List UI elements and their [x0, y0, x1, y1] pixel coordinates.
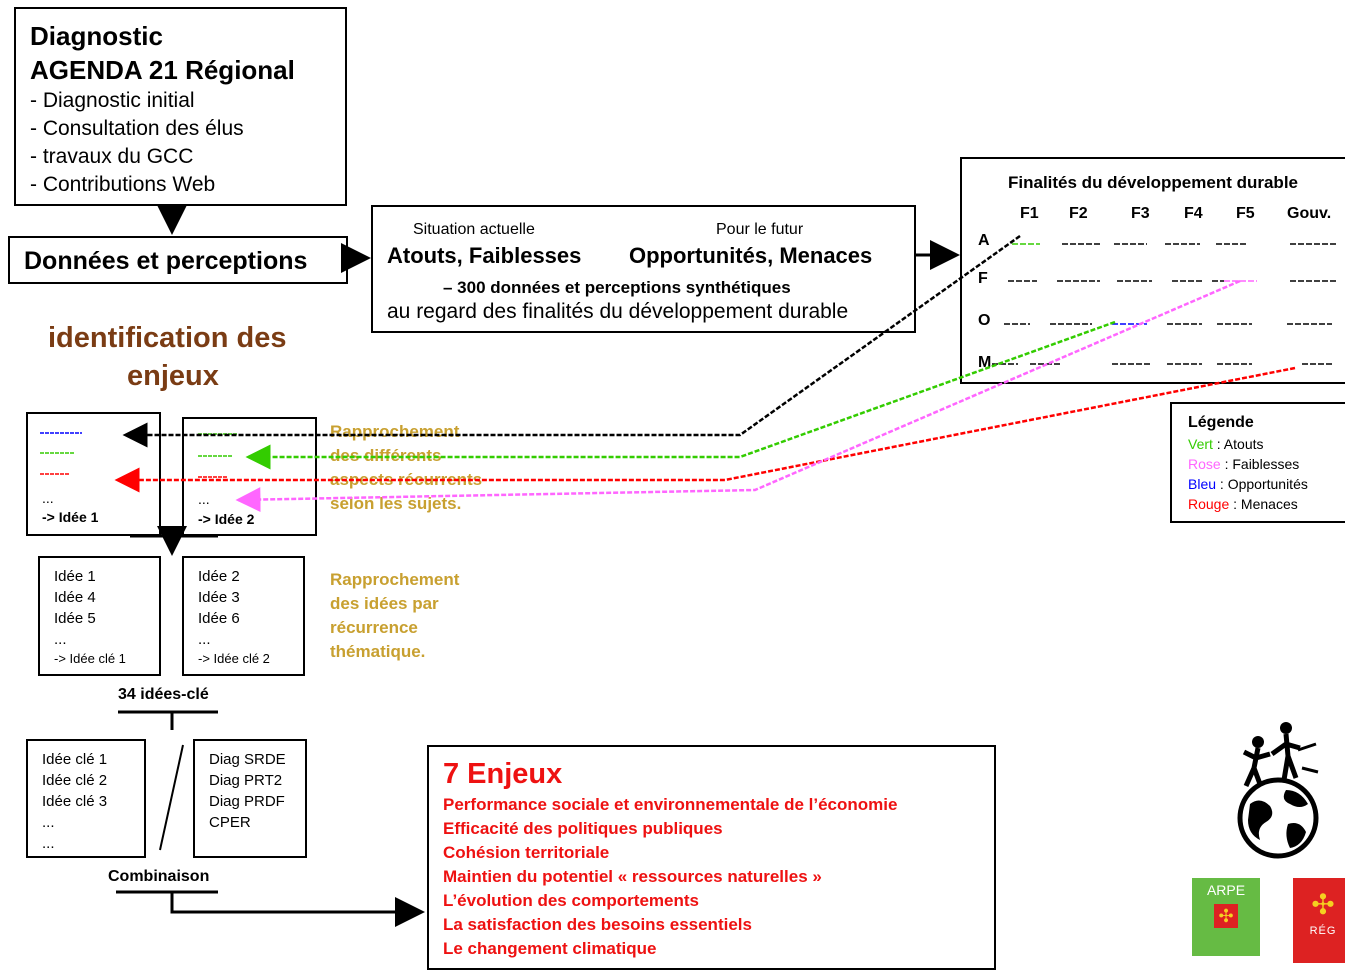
legend-box: Légende Vert : Atouts Rose : Faiblesses … — [1170, 402, 1345, 523]
recurrence-lines — [114, 234, 1296, 513]
col-f1: F1 — [1020, 205, 1039, 222]
finalites-box: Finalités du développement durable F1 F2… — [960, 157, 1345, 384]
enjeux-item: Cohésion territoriale — [443, 843, 610, 862]
legend-color-rose: Rose — [1188, 456, 1221, 472]
key-ideas-box: Idée clé 1 Idée clé 2 Idée clé 3 ... ... — [26, 739, 146, 858]
col-f3: F3 — [1131, 205, 1150, 222]
diagnostic-item: - Diagnostic initial — [30, 89, 195, 112]
group-1-item: ... — [54, 631, 67, 648]
diag-item: CPER — [209, 814, 251, 831]
enjeux-item: Efficacité des politiques publiques — [443, 819, 723, 838]
main-flow-arrows — [116, 205, 960, 927]
group-2-item: ... — [198, 631, 211, 648]
diagnostic-item: - Consultation des élus — [30, 117, 244, 140]
idea-box-dashes — [40, 432, 238, 478]
key-idea-item: ... — [42, 835, 55, 852]
enjeux-title: 7 Enjeux — [443, 758, 563, 790]
group-1-item: Idée 5 — [54, 610, 96, 627]
diag-item: Diag SRDE — [209, 751, 286, 768]
row-f: F — [978, 270, 988, 287]
diag-item: Diag PRDF — [209, 793, 285, 810]
legend-color-bleu: Bleu — [1188, 476, 1217, 492]
globe-people-icon — [1237, 722, 1319, 859]
rapprochement-1-line: des différents — [330, 446, 442, 465]
row-o: O — [978, 312, 991, 329]
legend-item-rouge: Rouge : Menaces — [1188, 494, 1345, 514]
arpe-logo-text: ARPE — [1206, 882, 1246, 898]
key-idea-item: Idée clé 1 — [42, 751, 108, 768]
arpe-logo: ARPE ✣ — [1192, 878, 1260, 956]
rapprochement-2: Rapprochement des idées par récurrence t… — [330, 568, 459, 664]
diag-item: Diag PRT2 — [209, 772, 283, 789]
rapprochement-2-line: des idées par — [330, 594, 439, 613]
idea-box-2-result: -> Idée 2 — [198, 511, 255, 527]
region-cross-icon: ✣ — [1311, 889, 1335, 920]
col-f4: F4 — [1184, 205, 1203, 222]
idea-box-2-dots: ... — [198, 491, 210, 507]
donnees-label: Données et perceptions — [24, 247, 308, 275]
group-2-item: Idée 3 — [198, 589, 240, 606]
legend-label-rouge: : Menaces — [1229, 496, 1298, 512]
legend-label-vert: : Atouts — [1212, 436, 1264, 452]
enjeux-item: Performance sociale et environnementale … — [443, 795, 898, 814]
legend-item-vert: Vert : Atouts — [1188, 434, 1345, 454]
group-2-result: -> Idée clé 2 — [198, 651, 270, 666]
situation-left-header: Situation actuelle — [413, 221, 535, 238]
col-gouv: Gouv. — [1287, 205, 1332, 222]
situation-line1: – 300 données et perceptions synthétique… — [443, 278, 791, 297]
enjeux-item: La satisfaction des besoins essentiels — [443, 915, 752, 934]
legend-color-rouge: Rouge — [1188, 496, 1230, 512]
rapprochement-2-line: thématique. — [330, 642, 426, 661]
region-logo: ✣ RÉG — [1293, 878, 1345, 963]
key-idea-item: Idée clé 3 — [42, 793, 108, 810]
legend-item-rose: Rose : Faiblesses — [1188, 454, 1345, 474]
diagnostic-box: Diagnostic AGENDA 21 Régional - Diagnost… — [14, 7, 347, 206]
arpe-cross-icon: ✣ — [1214, 904, 1238, 928]
enjeux-item: Le changement climatique — [443, 939, 657, 958]
situation-left-title: Atouts, Faiblesses — [387, 243, 582, 268]
situation-line2: au regard des finalités du développement… — [387, 300, 849, 323]
legend-color-vert: Vert — [1188, 436, 1213, 452]
group-1-item: Idée 4 — [54, 589, 96, 606]
group-2-item: Idée 6 — [198, 610, 240, 627]
donnees-box: Données et perceptions — [8, 236, 348, 284]
situation-right-header: Pour le futur — [716, 221, 804, 238]
legend-label-rose: : Faiblesses — [1220, 456, 1300, 472]
key-count-label: 34 idées-clé — [118, 686, 209, 703]
idea-box-1-dots: ... — [42, 490, 54, 506]
col-f5: F5 — [1236, 205, 1255, 222]
legend-item-bleu: Bleu : Opportunités — [1188, 474, 1345, 494]
identification-line2: enjeux — [127, 360, 219, 392]
diagnostic-title: Diagnostic — [30, 21, 163, 51]
region-logo-text: RÉG — [1309, 925, 1337, 937]
combinaison-label: Combinaison — [108, 868, 210, 885]
group-box-2: Idée 2 Idée 3 Idée 6 ... -> Idée clé 2 — [182, 556, 305, 676]
col-f2: F2 — [1069, 205, 1088, 222]
identification-line1: identification des — [48, 322, 287, 354]
diag-box: Diag SRDE Diag PRT2 Diag PRDF CPER — [193, 739, 307, 858]
rapprochement-2-line: récurrence — [330, 618, 418, 637]
enjeux-item: L’évolution des comportements — [443, 891, 699, 910]
legend-label-bleu: : Opportunités — [1216, 476, 1308, 492]
idea-box-1-result: -> Idée 1 — [42, 509, 99, 525]
enjeux-item: Maintien du potentiel « ressources natur… — [443, 867, 822, 886]
row-a: A — [978, 232, 990, 249]
diagnostic-item: - travaux du GCC — [30, 145, 194, 168]
diagnostic-item: - Contributions Web — [30, 173, 216, 196]
group-2-item: Idée 2 — [198, 568, 240, 585]
agenda-title: AGENDA 21 Régional — [30, 55, 295, 85]
group-1-result: -> Idée clé 1 — [54, 651, 126, 666]
situation-right-title: Opportunités, Menaces — [629, 243, 873, 268]
legend-title: Légende — [1188, 414, 1254, 431]
finalites-dashes — [992, 243, 1337, 365]
group-1-item: Idée 1 — [54, 568, 96, 585]
situation-box: Situation actuelle Atouts, Faiblesses Po… — [371, 205, 916, 333]
group-box-1: Idée 1 Idée 4 Idée 5 ... -> Idée clé 1 — [38, 556, 161, 676]
key-idea-item: Idée clé 2 — [42, 772, 108, 789]
rapprochement-2-line: Rapprochement — [330, 570, 460, 589]
finalites-title: Finalités du développement durable — [1008, 173, 1298, 192]
key-idea-item: ... — [42, 814, 55, 831]
